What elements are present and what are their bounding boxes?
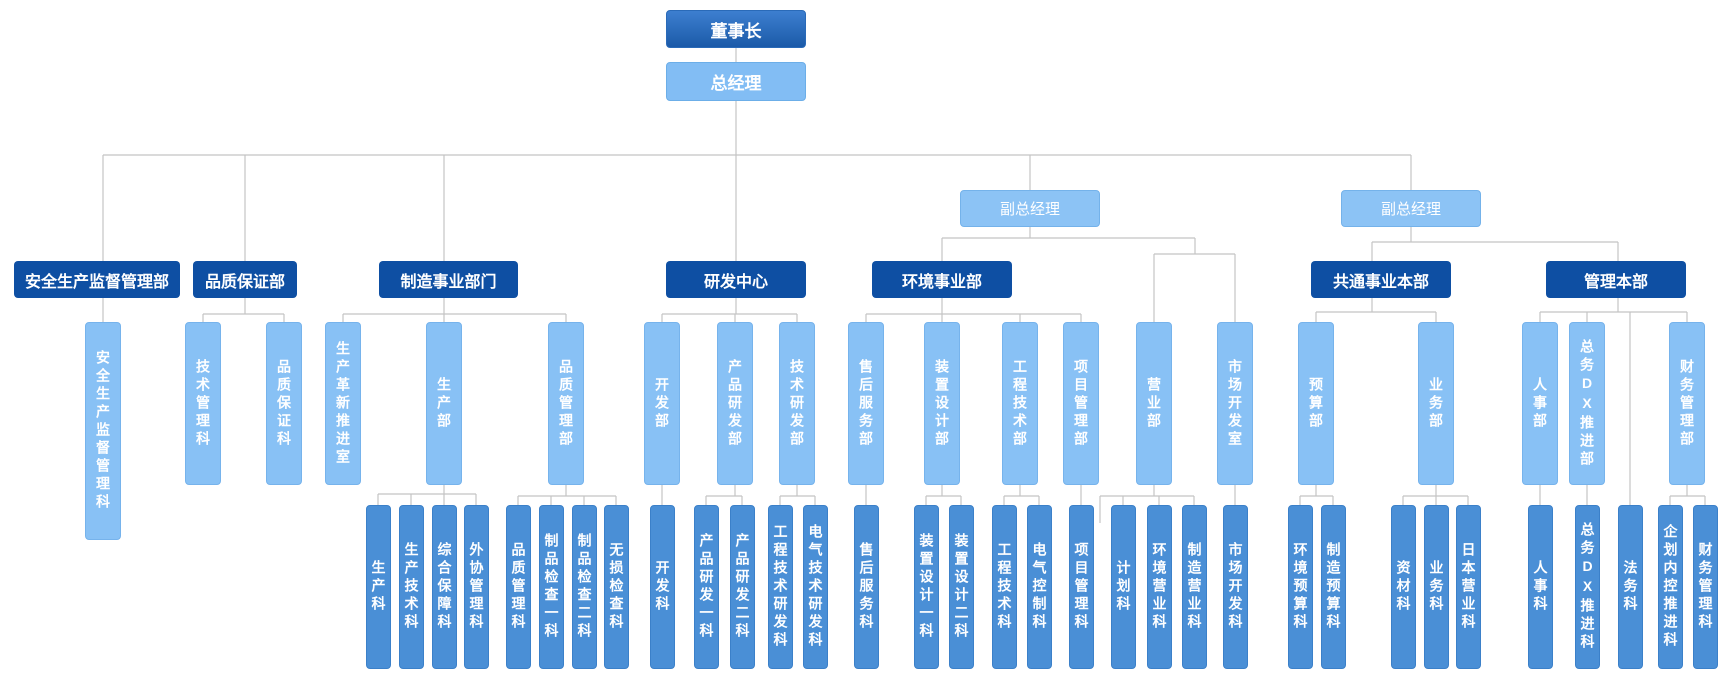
unit-technology-rnd-dept[interactable]: 技术研发部: [779, 322, 815, 485]
unit-market-development-room[interactable]: 市场开发室: [1217, 322, 1253, 485]
unit-engineering-tech-dept[interactable]: 工程技术部: [1002, 322, 1038, 485]
section-hr[interactable]: 人事科: [1528, 505, 1553, 669]
section-production-tech[interactable]: 生产技术科: [399, 505, 424, 669]
section-product-rnd-2[interactable]: 产品研发二科: [730, 505, 755, 669]
unit-sales-dept[interactable]: 营业部: [1136, 322, 1172, 485]
section-planning[interactable]: 计划科: [1111, 505, 1136, 669]
section-after-sales[interactable]: 售后服务科: [854, 505, 879, 669]
unit-general-affairs-dx-dept[interactable]: 总务DX推进部: [1569, 322, 1605, 485]
section-equipment-design-2[interactable]: 装置设计二科: [949, 505, 974, 669]
dept-environment[interactable]: 环境事业部: [872, 261, 1012, 298]
unit-finance-management-dept[interactable]: 财务管理部: [1669, 322, 1705, 485]
unit-after-sales-dept[interactable]: 售后服务部: [848, 322, 884, 485]
section-project-management[interactable]: 项目管理科: [1069, 505, 1094, 669]
vice-general-manager-box-1[interactable]: 副总经理: [960, 190, 1100, 227]
section-japan-sales[interactable]: 日本营业科: [1456, 505, 1481, 669]
dept-safety-supervision[interactable]: 安全生产监督管理部: [14, 261, 180, 298]
section-comprehensive-support[interactable]: 综合保障科: [432, 505, 457, 669]
section-environment-budget[interactable]: 环境预算科: [1288, 505, 1313, 669]
unit-equipment-design-dept[interactable]: 装置设计部: [924, 322, 960, 485]
unit-budget-dept[interactable]: 预算部: [1298, 322, 1334, 485]
section-equipment-design-1[interactable]: 装置设计一科: [914, 505, 939, 669]
section-outsourcing-management[interactable]: 外协管理科: [464, 505, 489, 669]
section-product-inspection-2[interactable]: 制品检查二科: [572, 505, 597, 669]
unit-production-reform-room[interactable]: 生产革新推进室: [325, 322, 361, 485]
unit-production-dept[interactable]: 生产部: [426, 322, 462, 485]
unit-safety-supervision-section[interactable]: 安全生产监督管理科: [85, 322, 121, 540]
unit-quality-assurance-section[interactable]: 品质保证科: [266, 322, 302, 485]
general-manager-box[interactable]: 总经理: [666, 62, 806, 101]
section-electrical-control[interactable]: 电气控制科: [1027, 505, 1052, 669]
dept-quality-assurance[interactable]: 品质保证部: [193, 261, 297, 298]
dept-rnd-center[interactable]: 研发中心: [666, 261, 806, 298]
vice-general-manager-box-2[interactable]: 副总经理: [1341, 190, 1481, 227]
section-development[interactable]: 开发科: [650, 505, 675, 669]
section-quality-management[interactable]: 品质管理科: [506, 505, 531, 669]
unit-development-dept[interactable]: 开发部: [644, 322, 680, 485]
section-engineering-tech[interactable]: 工程技术科: [992, 505, 1017, 669]
section-legal[interactable]: 法务科: [1618, 505, 1643, 669]
section-planning-internal-control[interactable]: 企划内控推进科: [1658, 505, 1683, 669]
section-business[interactable]: 业务科: [1424, 505, 1449, 669]
unit-hr-dept[interactable]: 人事部: [1522, 322, 1558, 485]
section-production[interactable]: 生产科: [366, 505, 391, 669]
dept-management[interactable]: 管理本部: [1546, 261, 1686, 298]
dept-common-business[interactable]: 共通事业本部: [1311, 261, 1451, 298]
unit-tech-management-section[interactable]: 技术管理科: [185, 322, 221, 485]
unit-project-management-dept[interactable]: 项目管理部: [1063, 322, 1099, 485]
unit-product-rnd-dept[interactable]: 产品研发部: [717, 322, 753, 485]
unit-quality-management-dept[interactable]: 品质管理部: [548, 322, 584, 485]
section-product-inspection-1[interactable]: 制品检查一科: [539, 505, 564, 669]
chairman-box[interactable]: 董事长: [666, 10, 806, 48]
section-engineering-tech-rnd[interactable]: 工程技术研发科: [768, 505, 793, 669]
section-materials[interactable]: 资材科: [1391, 505, 1416, 669]
section-manufacturing-budget[interactable]: 制造预算科: [1321, 505, 1346, 669]
section-manufacturing-sales[interactable]: 制造营业科: [1182, 505, 1207, 669]
section-electrical-tech-rnd[interactable]: 电气技术研发科: [803, 505, 828, 669]
section-general-affairs-dx[interactable]: 总务DX推进科: [1575, 505, 1600, 669]
section-environment-sales[interactable]: 环境营业科: [1147, 505, 1172, 669]
section-nondestructive-inspection[interactable]: 无损检查科: [604, 505, 629, 669]
unit-business-dept[interactable]: 业务部: [1418, 322, 1454, 485]
section-product-rnd-1[interactable]: 产品研发一科: [694, 505, 719, 669]
section-market-development[interactable]: 市场开发科: [1223, 505, 1248, 669]
section-finance-management[interactable]: 财务管理科: [1693, 505, 1718, 669]
dept-manufacturing[interactable]: 制造事业部门: [379, 261, 518, 298]
